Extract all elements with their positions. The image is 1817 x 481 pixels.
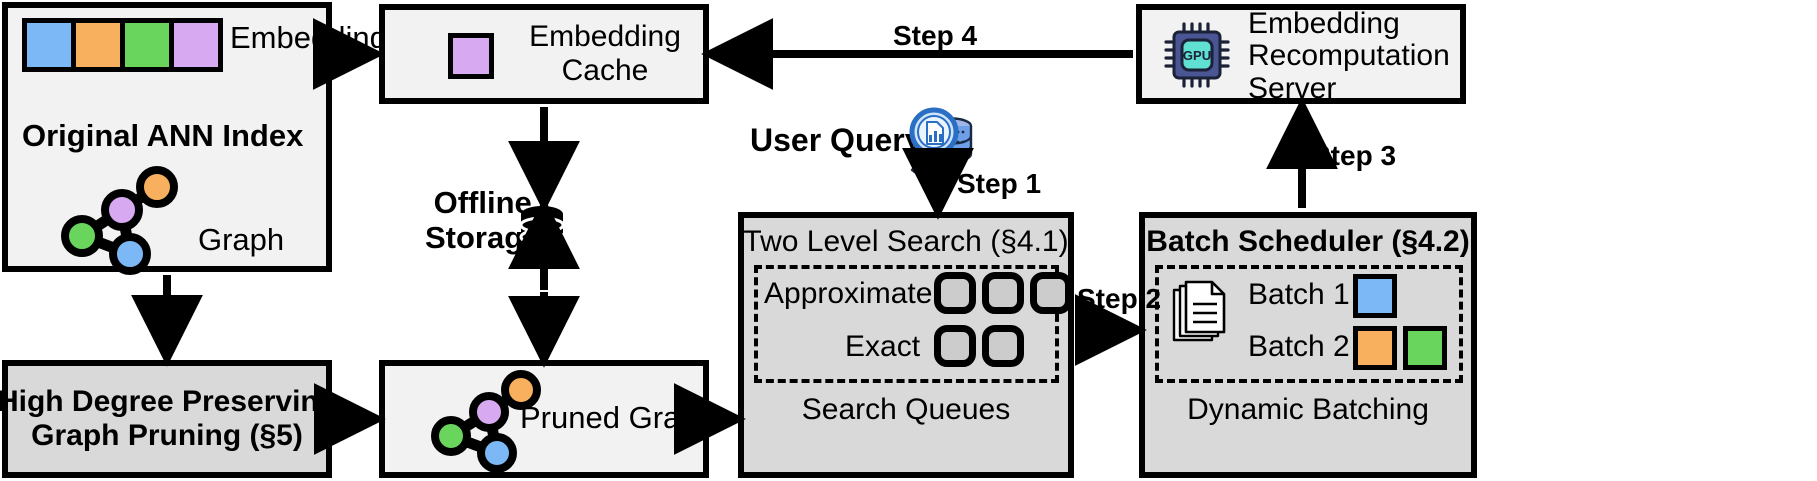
original-graph-icon	[61, 166, 178, 275]
recomputation-server-title: Embedding Recomputation Server	[1248, 7, 1450, 105]
swatch-orange	[1353, 326, 1397, 370]
approximate-row-label: Approximate	[764, 277, 933, 310]
embedding-swatch-row	[22, 18, 223, 72]
step-2-label: Step 2	[1077, 283, 1162, 314]
two-level-search-title: Two Level Search (§4.1)	[743, 224, 1069, 258]
swatch-blue	[27, 23, 76, 67]
dynamic-batching-footer: Dynamic Batching	[1187, 392, 1429, 426]
swatch-green	[1403, 326, 1447, 370]
batch-scheduler-title: Batch Scheduler (§4.2)	[1146, 224, 1470, 258]
pruned-graph-icon	[431, 370, 541, 473]
original-ann-index-title: Original ANN Index	[22, 118, 304, 153]
embedding-cache-swatch-icon	[448, 33, 494, 79]
search-queues-dashed-region	[754, 265, 1059, 383]
batch-1-swatches	[1353, 274, 1397, 318]
exact-row-label: Exact	[845, 330, 921, 363]
queue-slot	[982, 325, 1024, 367]
step-4-label: Step 4	[893, 20, 978, 51]
queue-slot	[982, 272, 1024, 314]
dynamic-batching-dashed-region	[1155, 265, 1463, 383]
graph-pruning-title: High Degree Preserving Graph Pruning (§5…	[0, 384, 338, 452]
documents-icon	[1172, 280, 1226, 342]
exact-queue-slots	[934, 325, 1024, 367]
swatch-orange	[76, 23, 125, 67]
batch-2-swatches	[1353, 326, 1447, 370]
embedding-cache-title: Embedding Cache	[529, 19, 681, 87]
gpu-chip-text: GPU	[1183, 48, 1211, 63]
graph-label: Graph	[198, 222, 285, 257]
search-queues-footer: Search Queues	[801, 392, 1011, 426]
queue-slot	[934, 325, 976, 367]
step-3-label: Step 3	[1312, 140, 1397, 171]
swatch-green	[125, 23, 174, 67]
swatch-blue	[1353, 274, 1397, 318]
batch-1-label: Batch 1	[1248, 278, 1350, 311]
step-1-label: Step 1	[957, 168, 1042, 199]
approximate-queue-slots	[934, 272, 1072, 314]
queue-slot	[934, 272, 976, 314]
queue-slot	[1030, 272, 1072, 314]
swatch-purple	[174, 23, 218, 67]
gpu-chip-icon: GPU	[1164, 22, 1230, 88]
batch-2-label: Batch 2	[1248, 330, 1350, 363]
